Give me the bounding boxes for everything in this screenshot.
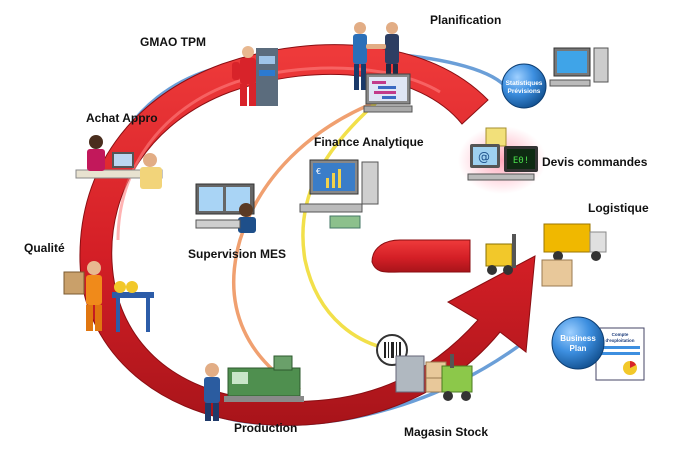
finance-workstation-icon: €	[299, 159, 379, 229]
svg-text:€: €	[316, 167, 321, 176]
doc-title-line2: d'exploitation	[605, 338, 634, 343]
label-logistique: Logistique	[588, 201, 649, 215]
business-badge-line2: Plan	[570, 344, 587, 353]
statistics-badge-line1: Statistiques	[506, 80, 543, 87]
computer-gantt-icon	[363, 73, 413, 113]
orange-flow-loop	[231, 93, 396, 392]
statistics-workstation-icon	[549, 47, 609, 87]
lcd-readout: E0!	[513, 156, 529, 166]
doc-title-line1: Compte	[612, 332, 629, 337]
label-supervision: Supervision MES	[188, 247, 286, 261]
worker-red-overalls-icon	[232, 46, 278, 106]
quality-inspector-icon	[63, 261, 154, 332]
handshake-businessmen-icon	[353, 22, 399, 90]
label-devis: Devis commandes	[542, 155, 648, 169]
yellow-flow-loop	[301, 93, 396, 352]
call-center-team-icon	[75, 135, 163, 189]
g-inner-bar	[371, 239, 471, 273]
label-finance: Finance Analytique	[314, 135, 424, 149]
business-badge-line1: Business	[560, 334, 596, 343]
label-qualite: Qualité	[24, 241, 65, 255]
statistics-badge[interactable]: Statistiques Prévisions	[501, 63, 547, 109]
label-production: Production	[234, 421, 297, 435]
label-magasin: Magasin Stock	[404, 425, 488, 439]
label-achat: Achat Appro	[86, 111, 158, 125]
production-machine-icon	[204, 355, 304, 421]
label-gmao: GMAO TPM	[140, 35, 206, 49]
business-plan-badge[interactable]: Business Plan	[551, 316, 605, 370]
email-laptop-icon: @ E0!	[458, 126, 546, 194]
statistics-badge-line2: Prévisions	[508, 88, 541, 95]
svg-text:@: @	[478, 150, 490, 164]
label-planification: Planification	[430, 13, 501, 27]
mes-supervision-desk-icon	[195, 183, 256, 233]
g-arrow-highlight	[116, 66, 441, 241]
red-g-arrow	[79, 44, 536, 426]
warehouse-forklift-icon	[395, 354, 473, 401]
forklift-truck-icon	[485, 223, 607, 287]
business-plan-document-icon: Compte d'exploitation	[595, 327, 645, 381]
